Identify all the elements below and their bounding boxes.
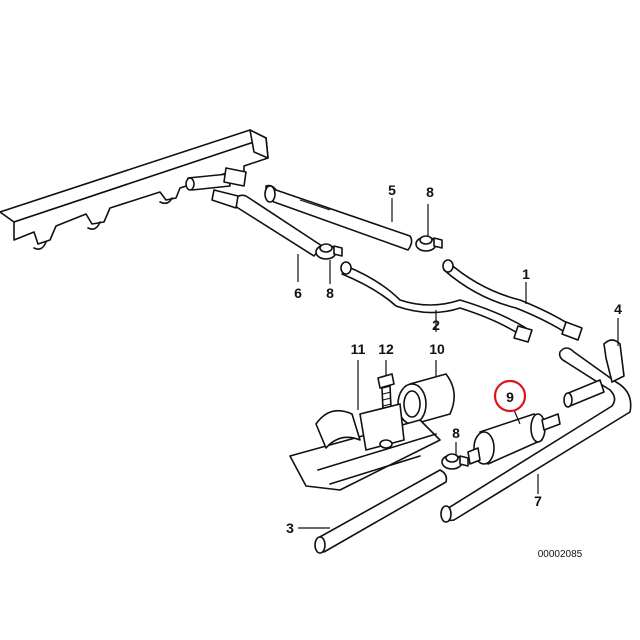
leader-lines (297, 198, 619, 529)
label-part-1: 1 (522, 266, 530, 282)
label-part-6: 6 (294, 285, 302, 301)
hose-part-4 (440, 339, 632, 523)
label-part-8-middle: 8 (326, 285, 334, 301)
label-part-8-lower: 8 (452, 425, 460, 441)
label-part-3: 3 (286, 520, 294, 536)
label-part-9: 9 (506, 389, 514, 405)
rubber-sleeve-part-10 (397, 373, 455, 425)
drawing-number: 00002085 (538, 549, 583, 560)
label-part-10: 10 (429, 341, 445, 357)
clamp-part-8-middle (315, 243, 343, 260)
label-part-5: 5 (388, 182, 396, 198)
label-part-11: 11 (351, 341, 366, 357)
pipe-part-2 (340, 261, 533, 343)
label-part-12: 12 (378, 341, 394, 357)
clamp-part-8-upper (415, 235, 443, 252)
pipe-part-1 (442, 259, 583, 341)
bracket-part-11 (289, 403, 441, 491)
label-part-7: 7 (534, 493, 542, 509)
label-part-2: 2 (432, 317, 440, 333)
hose-part-3 (314, 469, 448, 554)
nipple-connector (185, 167, 247, 191)
hose-part-6 (211, 189, 323, 257)
label-part-4: 4 (614, 301, 622, 317)
frame-rail (0, 129, 269, 250)
part-labels: 5 8 6 8 1 2 4 11 12 10 9 8 7 3 (286, 182, 622, 536)
clamp-part-8-lower (441, 453, 469, 470)
hose-part-5 (264, 184, 413, 251)
fuel-filter-part-9 (467, 413, 561, 465)
hose-part-7 (563, 379, 605, 408)
highlight-circle (493, 379, 527, 413)
label-part-8-upper: 8 (426, 184, 434, 200)
